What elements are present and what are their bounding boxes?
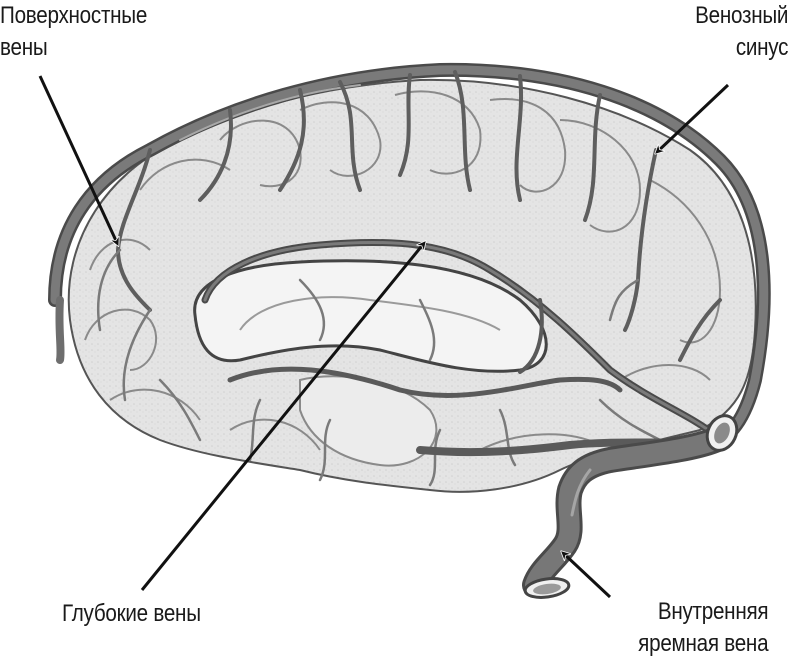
label-superficial-veins-line1: Поверхностные xyxy=(0,2,148,29)
label-superficial-veins-line2: вены xyxy=(0,34,48,61)
label-venous-sinus-line2: синус xyxy=(735,34,789,61)
label-deep-veins-line1: Глубокие вены xyxy=(62,600,201,627)
label-arrows xyxy=(38,75,730,599)
arrow-venous-sinus xyxy=(656,83,730,153)
arrow-superficial-veins xyxy=(38,75,118,245)
label-jugular-line2: яремная вена xyxy=(637,630,768,657)
label-jugular-line1: Внутренняя xyxy=(657,598,769,625)
label-superficial-veins: Поверхностные вены xyxy=(0,0,147,64)
label-deep-veins: Глубокие вены xyxy=(62,598,201,630)
label-venous-sinus: Венозный синус xyxy=(695,0,788,64)
label-internal-jugular-vein: Внутренняя яремная вена xyxy=(638,596,768,660)
arrow-jugular-vein xyxy=(562,552,612,599)
arrow-deep-veins xyxy=(140,242,425,591)
corpus-callosum xyxy=(193,259,548,373)
label-venous-sinus-line1: Венозный xyxy=(694,2,788,29)
veins xyxy=(48,62,771,598)
brain-hemisphere xyxy=(67,78,757,493)
